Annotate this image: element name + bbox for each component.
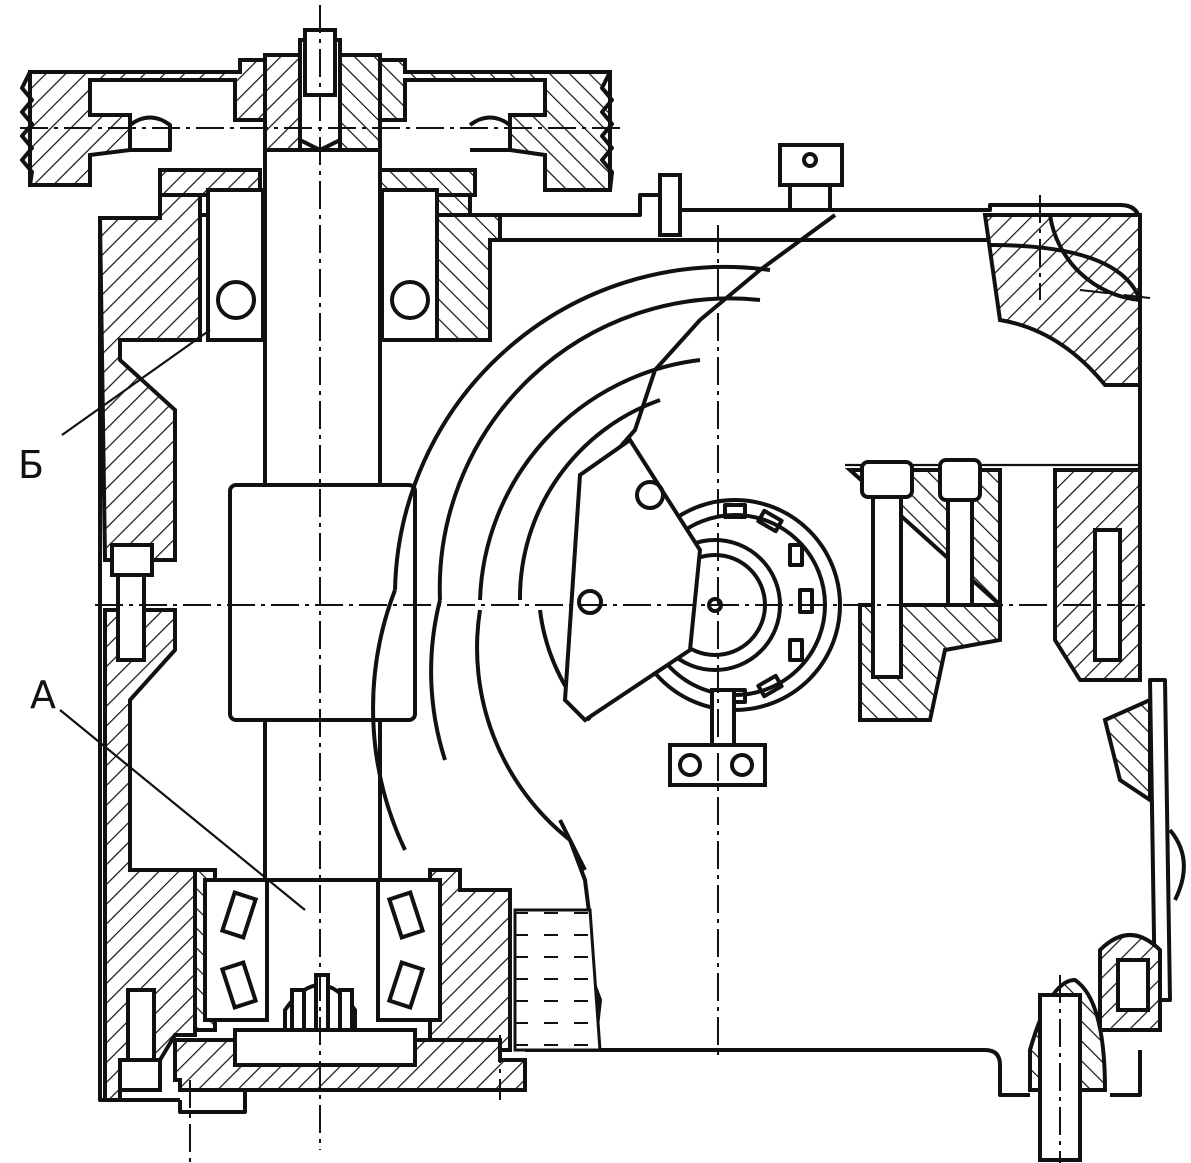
worm-wheel	[371, 213, 837, 1052]
right-housing	[844, 213, 1186, 1162]
leader-line-b	[61, 329, 211, 436]
hub-slots	[723, 503, 814, 704]
label-b: Б	[18, 443, 44, 487]
left-bolts	[110, 543, 162, 1092]
label-a: А	[30, 673, 56, 717]
output-hub	[562, 437, 842, 787]
center-lines	[20, 5, 1151, 1163]
worm-shaft	[203, 148, 442, 1067]
annotations: Б А	[18, 329, 306, 911]
leader-line-a	[59, 709, 306, 911]
breather-plug	[658, 143, 844, 237]
